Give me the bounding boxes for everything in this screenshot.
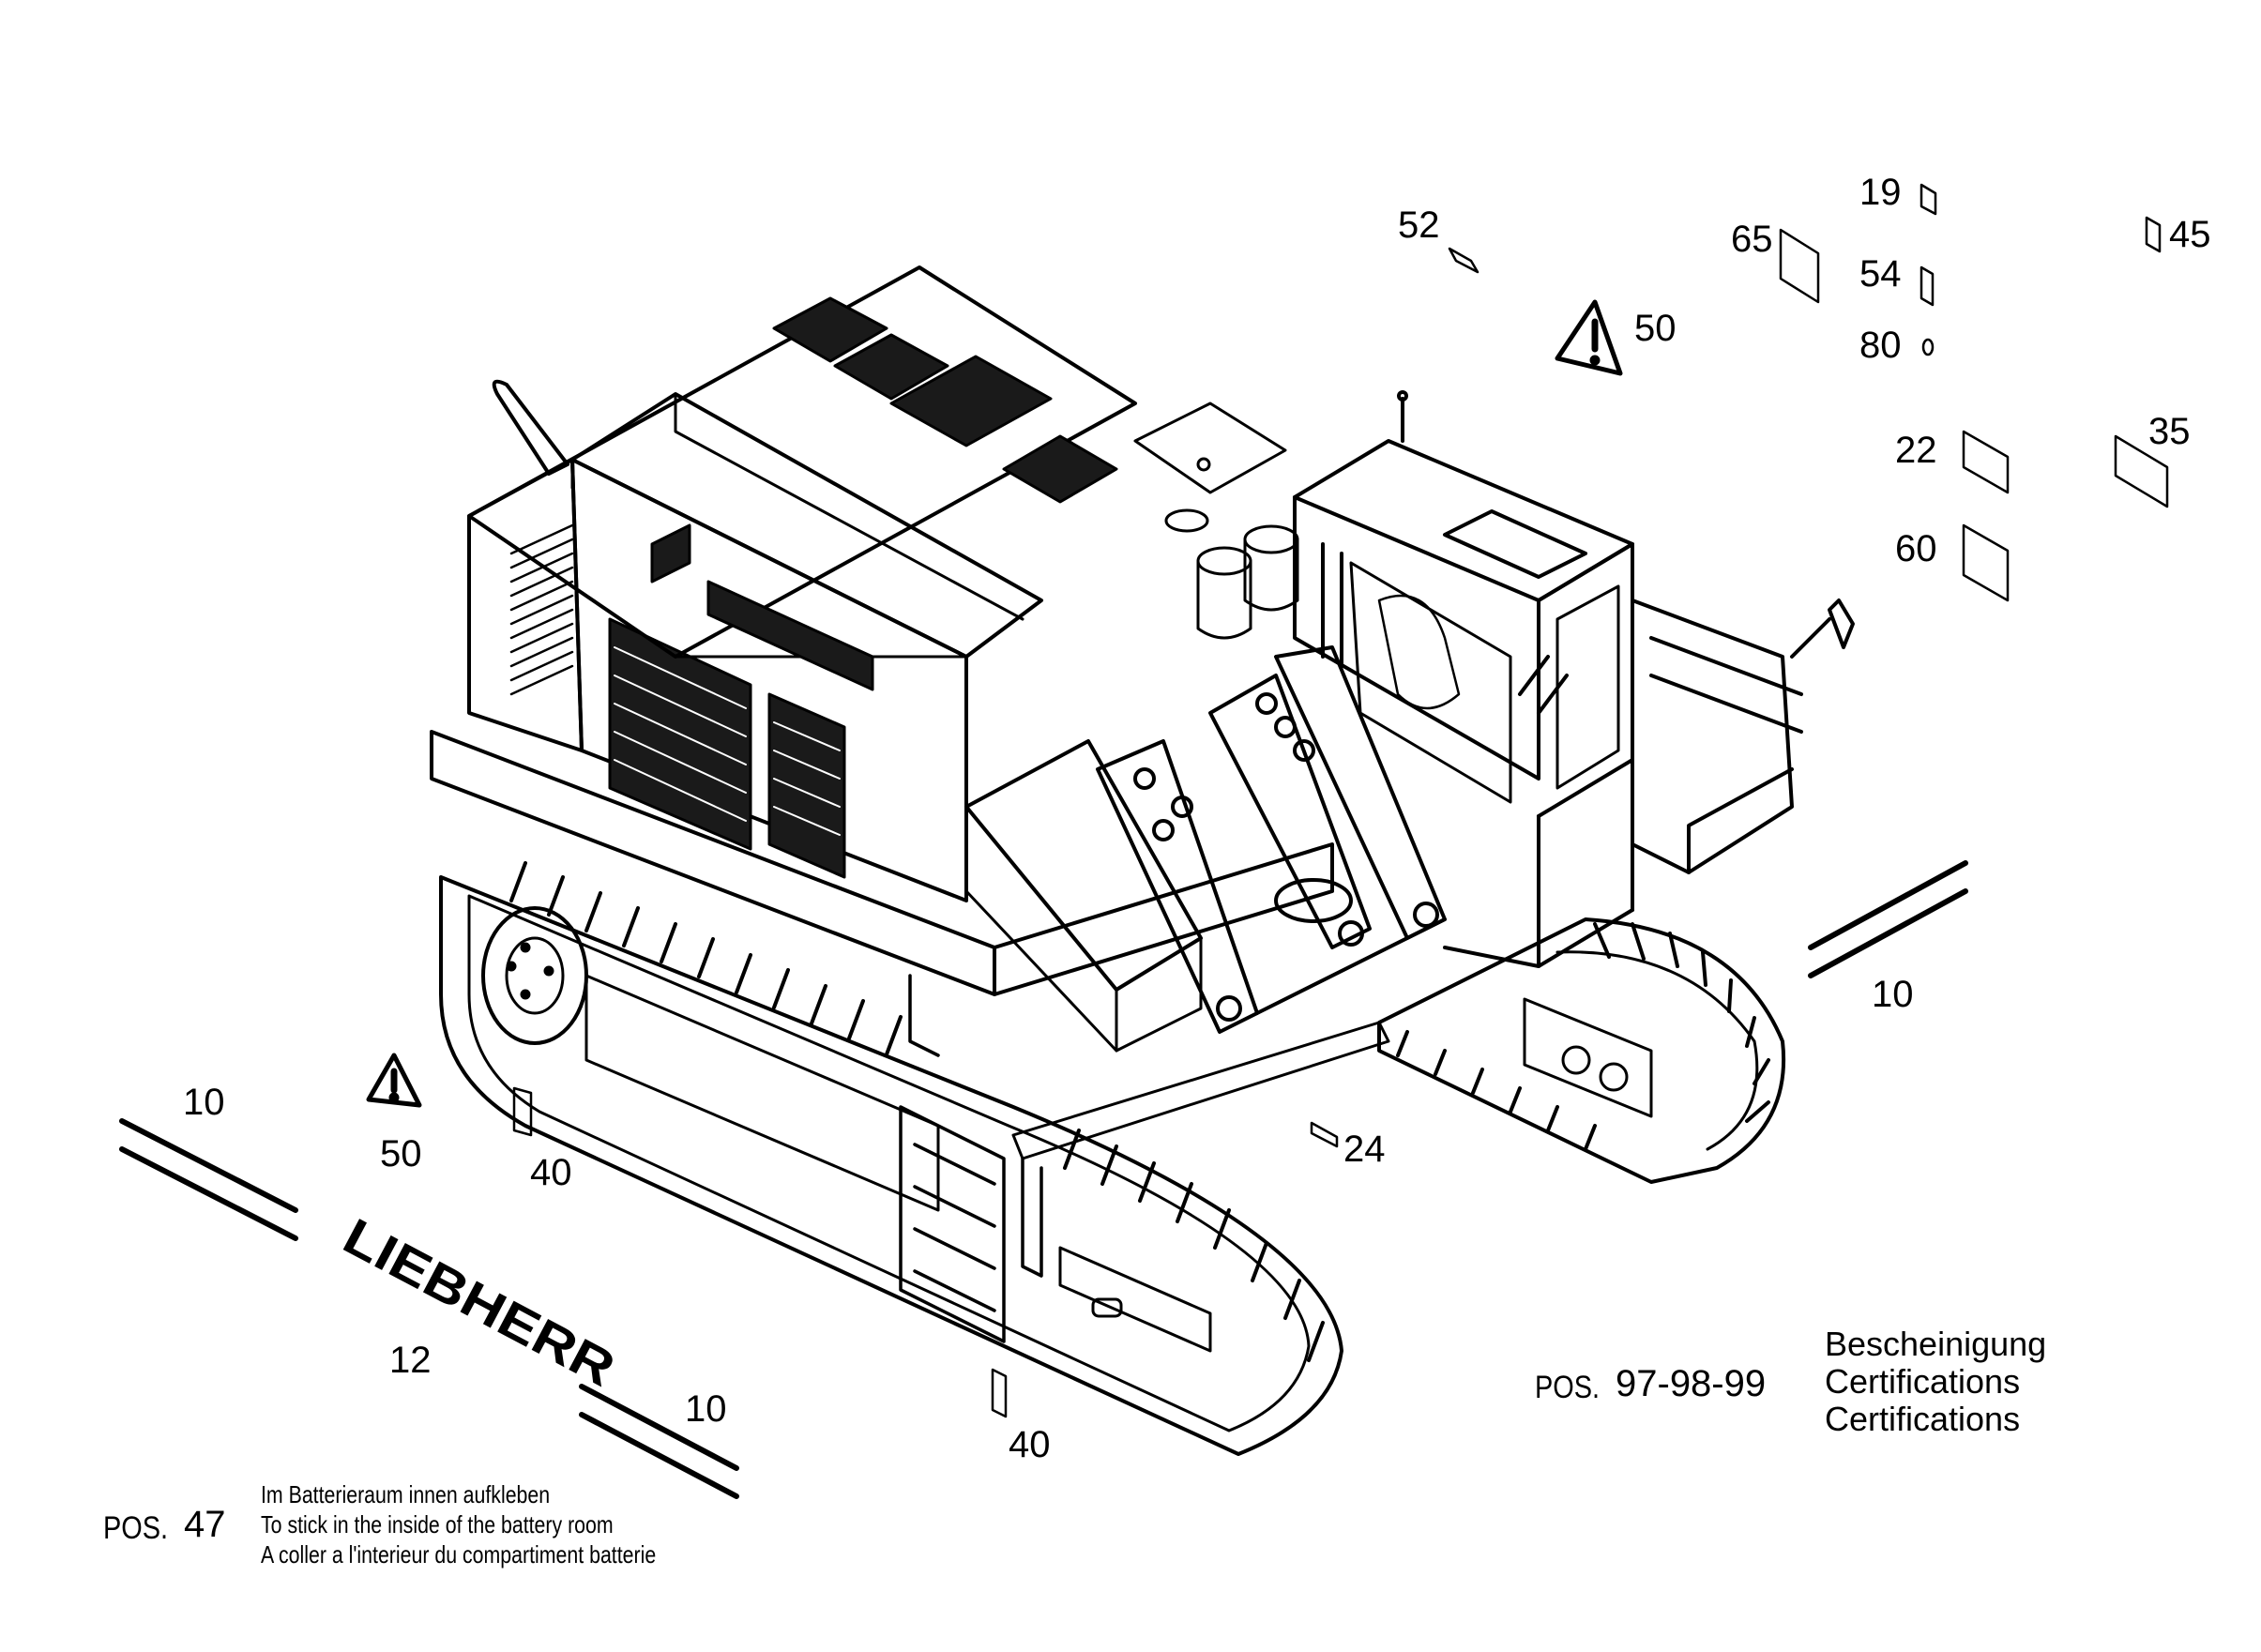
pos-97-line-de: Bescheinigung: [1825, 1325, 2047, 1363]
callout-40-bottom: 40: [1009, 1424, 1051, 1465]
decal-65: [1779, 228, 1820, 304]
callout-10-right: 10: [1872, 974, 1914, 1015]
access-ladder: [899, 974, 1043, 1343]
callout-12: 12: [389, 1340, 432, 1381]
callout-45: 45: [2169, 214, 2211, 255]
decal-45: [2145, 216, 2162, 253]
callout-80: 80: [1859, 325, 1902, 366]
callout-65: 65: [1731, 219, 1773, 260]
callout-50-left: 50: [380, 1133, 422, 1175]
decal-19: [1920, 183, 1937, 216]
decal-54: [1920, 265, 1935, 307]
pos-47-line-en: To stick in the inside of the battery ro…: [261, 1510, 614, 1538]
pos-47-word: POS.: [103, 1510, 169, 1546]
callout-19: 19: [1859, 172, 1902, 213]
decal-80: [1921, 338, 1935, 356]
operator-cab: [1293, 390, 1855, 968]
stripe-decal-left: [119, 1118, 298, 1241]
callout-22: 22: [1895, 430, 1937, 471]
pos-47-line-fr: A coller a l'interieur du compartiment b…: [261, 1540, 657, 1569]
callout-60: 60: [1895, 528, 1937, 569]
callout-50-top: 50: [1634, 308, 1677, 349]
boom-mount: [1096, 645, 1447, 1034]
pos-97-number: 97-98-99: [1616, 1363, 1767, 1404]
decal-60: [1962, 523, 2010, 602]
callout-10-bottom: 10: [685, 1388, 727, 1430]
pos-97-line-fr: Certifications: [1825, 1400, 2021, 1438]
right-track: [1377, 917, 1786, 1184]
decal-22: [1962, 430, 2010, 494]
pos-47-line-de: Im Batterieraum innen aufkleben: [261, 1480, 551, 1508]
callout-54: 54: [1859, 253, 1902, 295]
stripe-decal-right: [1808, 860, 1968, 978]
decal-shapes: [512, 183, 2169, 1418]
decal-40-left: [512, 1086, 533, 1137]
warning-triangle-icon: [366, 1053, 422, 1108]
left-track: [439, 861, 1343, 1456]
stripe-decal-bottom: [579, 1384, 739, 1499]
pos-47-number: 47: [184, 1504, 226, 1545]
pos-97-line-en: Certifications: [1825, 1362, 2021, 1401]
warning-triangle-icon: [1555, 299, 1623, 376]
callout-52: 52: [1398, 205, 1440, 246]
callout-40-left: 40: [530, 1152, 572, 1193]
callout-10-left: 10: [183, 1082, 225, 1123]
decal-52: [1448, 247, 1480, 274]
excavator: [430, 265, 1855, 1456]
svg-text:LIEBHERR: LIEBHERR: [334, 1207, 624, 1397]
liebherr-logo: LIEBHERR: [334, 1207, 624, 1397]
pos-97-word: POS.: [1535, 1370, 1601, 1405]
decal-35: [2114, 434, 2169, 508]
decal-24: [1310, 1121, 1339, 1148]
callout-24: 24: [1343, 1129, 1386, 1170]
decal-40-bottom: [991, 1368, 1008, 1418]
callout-35: 35: [2148, 411, 2191, 452]
